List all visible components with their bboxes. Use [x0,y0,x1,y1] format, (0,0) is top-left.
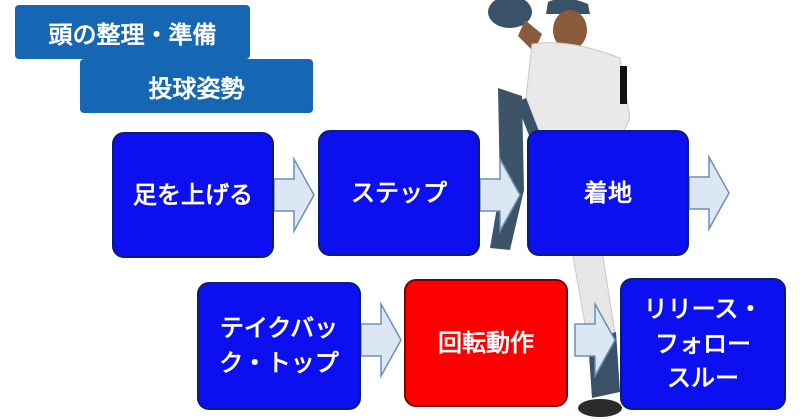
face-shape [553,10,587,50]
step-landing: 着地 [527,130,689,256]
step-stride: ステップ [318,130,480,256]
right-arrow-icon [479,156,521,234]
glove-shape [488,0,532,28]
step-takeback-top: テイクバッ ク・トップ [197,282,361,410]
right-arrow-icon [574,301,616,379]
header-tab-pitching-posture: 投球姿勢 [80,59,313,113]
cap-shape [546,0,590,14]
right-arrow-icon [688,154,730,232]
step-rotation: 回転動作 [404,279,568,407]
right-arrow-icon [360,301,402,379]
step-leg-lift: 足を上げる [112,132,274,258]
header-tab-mental-prep: 頭の整理・準備 [15,5,250,59]
jersey-number-shape [620,66,627,104]
shoe-shape [578,399,622,417]
step-release-follow-through: リリース・ フォロー スルー [620,278,786,410]
right-arrow-icon [273,156,315,234]
